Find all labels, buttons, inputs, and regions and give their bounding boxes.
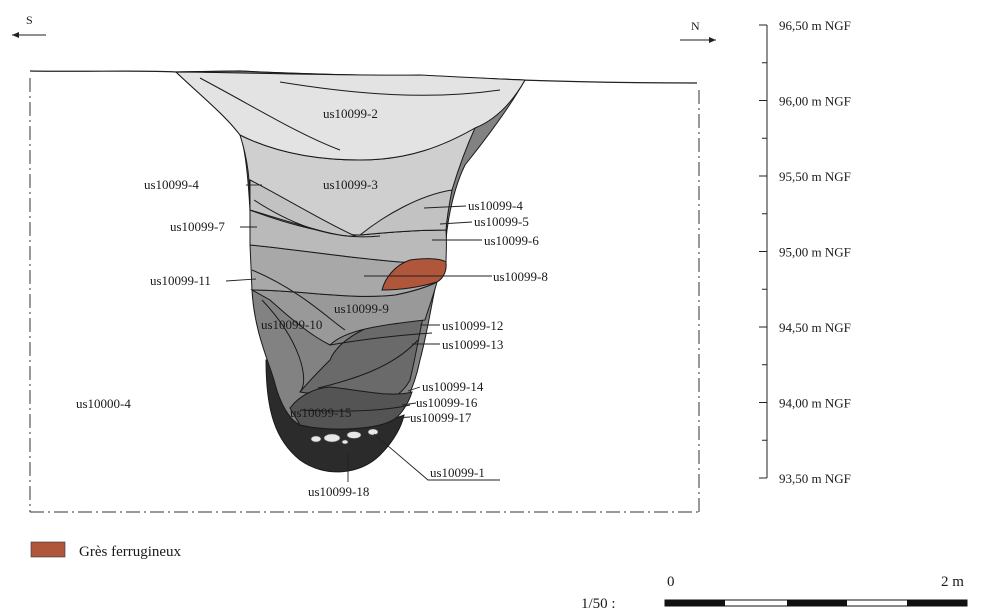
- arrow-left-icon: [12, 32, 19, 38]
- layer-us10099-15: [289, 386, 413, 430]
- arrow-right-icon: [709, 37, 716, 43]
- label-us10099-4-right: us10099-4: [468, 198, 523, 213]
- unit-labels: us10099-2 us10099-3 us10099-4 us10099-4 …: [76, 106, 548, 499]
- label-us10099-2: us10099-2: [323, 106, 378, 121]
- label-us10099-15: us10099-15: [290, 405, 351, 420]
- label-us10099-16: us10099-16: [416, 395, 478, 410]
- label-us10099-10: us10099-10: [261, 317, 322, 332]
- elevation-label: 94,00 m NGF: [779, 396, 851, 411]
- label-us10099-17: us10099-17: [410, 410, 472, 425]
- elevation-label: 94,50 m NGF: [779, 320, 851, 335]
- legend-swatch: [30, 541, 66, 558]
- elevation-label: 96,50 m NGF: [779, 18, 851, 33]
- elevation-label: 93,50 m NGF: [779, 471, 851, 486]
- orientation-south: S: [12, 13, 46, 38]
- orientation-north: N: [680, 19, 716, 43]
- pit-fills: [174, 70, 526, 473]
- label-us10099-9: us10099-9: [334, 301, 389, 316]
- label-us10099-13: us10099-13: [442, 337, 503, 352]
- scale-ratio: 1/50 :: [581, 596, 616, 612]
- label-us10099-3: us10099-3: [323, 177, 378, 192]
- label-us10099-4-left: us10099-4: [144, 177, 199, 192]
- label-us10099-6: us10099-6: [484, 233, 539, 248]
- label-us10099-12: us10099-12: [442, 318, 503, 333]
- ferruginous-sandstone-block: [381, 258, 447, 291]
- label-us10099-18: us10099-18: [308, 484, 369, 499]
- south-label: S: [26, 13, 33, 27]
- layer-us10099-4-left: [249, 179, 357, 237]
- layer-us10099-2: [174, 71, 526, 161]
- elevation-label: 95,50 m NGF: [779, 169, 851, 184]
- section-frame: [29, 78, 700, 513]
- north-label: N: [691, 19, 700, 33]
- scale-end: 2 m: [941, 574, 964, 590]
- leader-lines: [225, 184, 500, 482]
- label-us10000-4: us10000-4: [76, 396, 131, 411]
- elevation-label: 95,00 m NGF: [779, 245, 851, 260]
- label-us10099-8: us10099-8: [493, 269, 548, 284]
- legend-label: Grès ferrugineux: [79, 544, 182, 560]
- label-us10099-5: us10099-5: [474, 214, 529, 229]
- pebbles: [310, 428, 379, 445]
- elevation-label: 96,00 m NGF: [779, 94, 851, 109]
- label-us10099-14: us10099-14: [422, 379, 484, 394]
- scale-start: 0: [667, 574, 675, 590]
- scale-bar: 1/50 : 0 2 m: [581, 574, 968, 612]
- label-us10099-11: us10099-11: [150, 273, 211, 288]
- elevation-scale: 96,50 m NGF 96,00 m NGF 95,50 m NGF 95,00 m…: [759, 18, 851, 486]
- label-us10099-7: us10099-7: [170, 219, 225, 234]
- layer-us10099-4-right: [358, 189, 453, 236]
- label-us10099-1: us10099-1: [430, 465, 485, 480]
- legend: Grès ferrugineux: [30, 541, 182, 560]
